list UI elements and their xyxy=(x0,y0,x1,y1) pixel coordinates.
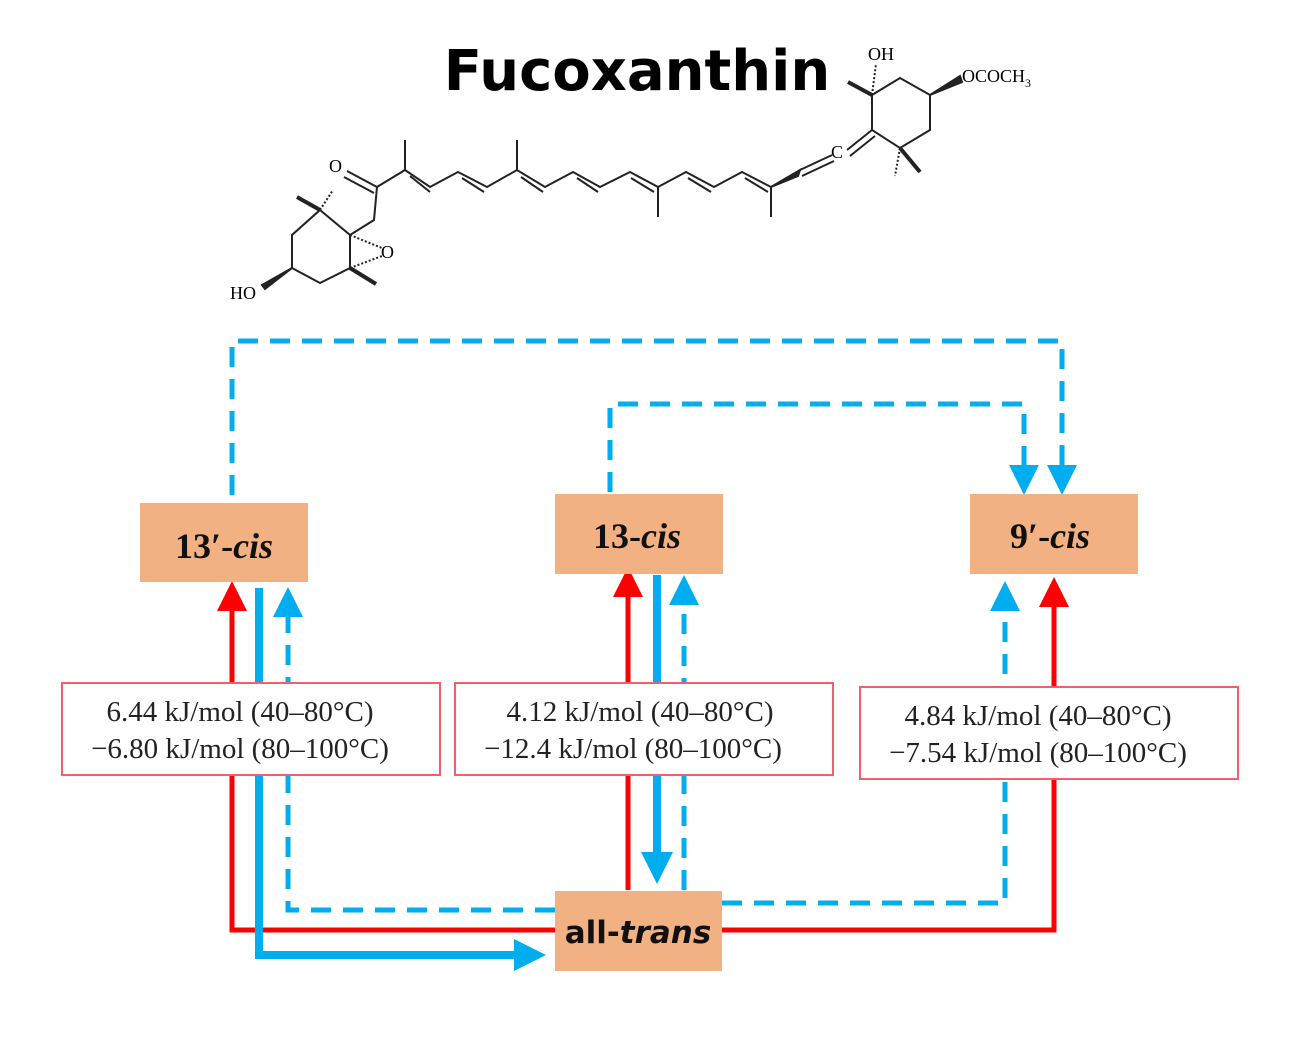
dashed-arrow-13p-to-9p xyxy=(229,338,1077,495)
svg-text:13′-cis: 13′-cis xyxy=(175,526,273,566)
isomer-number: 9′- xyxy=(1010,516,1050,556)
energy-high-temp: −6.80 kJ/mol (80–100°C) xyxy=(91,733,389,765)
energy-low-temp: 4.84 kJ/mol (40–80°C) xyxy=(905,700,1172,732)
pathway-arrows xyxy=(217,338,1077,971)
energy-high-temp: −7.54 kJ/mol (80–100°C) xyxy=(889,737,1187,769)
isomer-number: 13- xyxy=(593,516,641,556)
energy-label-13prime: 6.44 kJ/mol (40–80°C) −6.80 kJ/mol (80–1… xyxy=(61,682,441,776)
isomer-suffix: cis xyxy=(641,516,681,556)
epoxide-oxygen-label: O xyxy=(381,242,394,262)
acetate-text: OCOCH xyxy=(962,66,1025,86)
ketone-oxygen-label: O xyxy=(329,156,342,176)
isomer-all-trans: all-trans xyxy=(555,891,722,971)
acetate-subscript: 3 xyxy=(1025,76,1031,90)
svg-text:13-cis: 13-cis xyxy=(593,516,681,556)
diagram-title: Fucoxanthin xyxy=(444,39,830,104)
isomer-13-cis: 13-cis xyxy=(555,494,723,574)
svg-text:all-trans: all-trans xyxy=(565,915,712,951)
dashed-arrow-13-to-9p xyxy=(607,401,1039,495)
acetate-label: OCOCH3 xyxy=(962,66,1031,90)
hydroxyl-label: HO xyxy=(230,283,256,303)
isomer-suffix: cis xyxy=(1050,516,1090,556)
fucoxanthin-structure xyxy=(260,63,964,291)
energy-label-13: 4.12 kJ/mol (40–80°C) −12.4 kJ/mol (80–1… xyxy=(454,682,834,776)
energy-label-9prime: 4.84 kJ/mol (40–80°C) −7.54 kJ/mol (80–1… xyxy=(859,686,1239,780)
isomer-suffix: trans xyxy=(620,915,712,951)
svg-text:9′-cis: 9′-cis xyxy=(1010,516,1090,556)
isomer-number: 13′- xyxy=(175,526,233,566)
isomer-prefix: all- xyxy=(565,915,620,951)
structure-labels: O O HO OH C OCOCH3 xyxy=(230,44,1031,303)
isomer-suffix: cis xyxy=(233,526,273,566)
dashed-arrow-alltrans-to-13p xyxy=(273,587,555,913)
isomer-13prime-cis: 13′-cis xyxy=(140,503,308,582)
hydroxyl-label-right: OH xyxy=(868,44,894,64)
allene-carbon-label: C xyxy=(831,142,843,162)
isomer-9prime-cis: 9′-cis xyxy=(970,494,1138,574)
energy-high-temp: −12.4 kJ/mol (80–100°C) xyxy=(484,733,782,765)
energy-low-temp: 4.12 kJ/mol (40–80°C) xyxy=(507,696,774,728)
energy-low-temp: 6.44 kJ/mol (40–80°C) xyxy=(107,696,374,728)
